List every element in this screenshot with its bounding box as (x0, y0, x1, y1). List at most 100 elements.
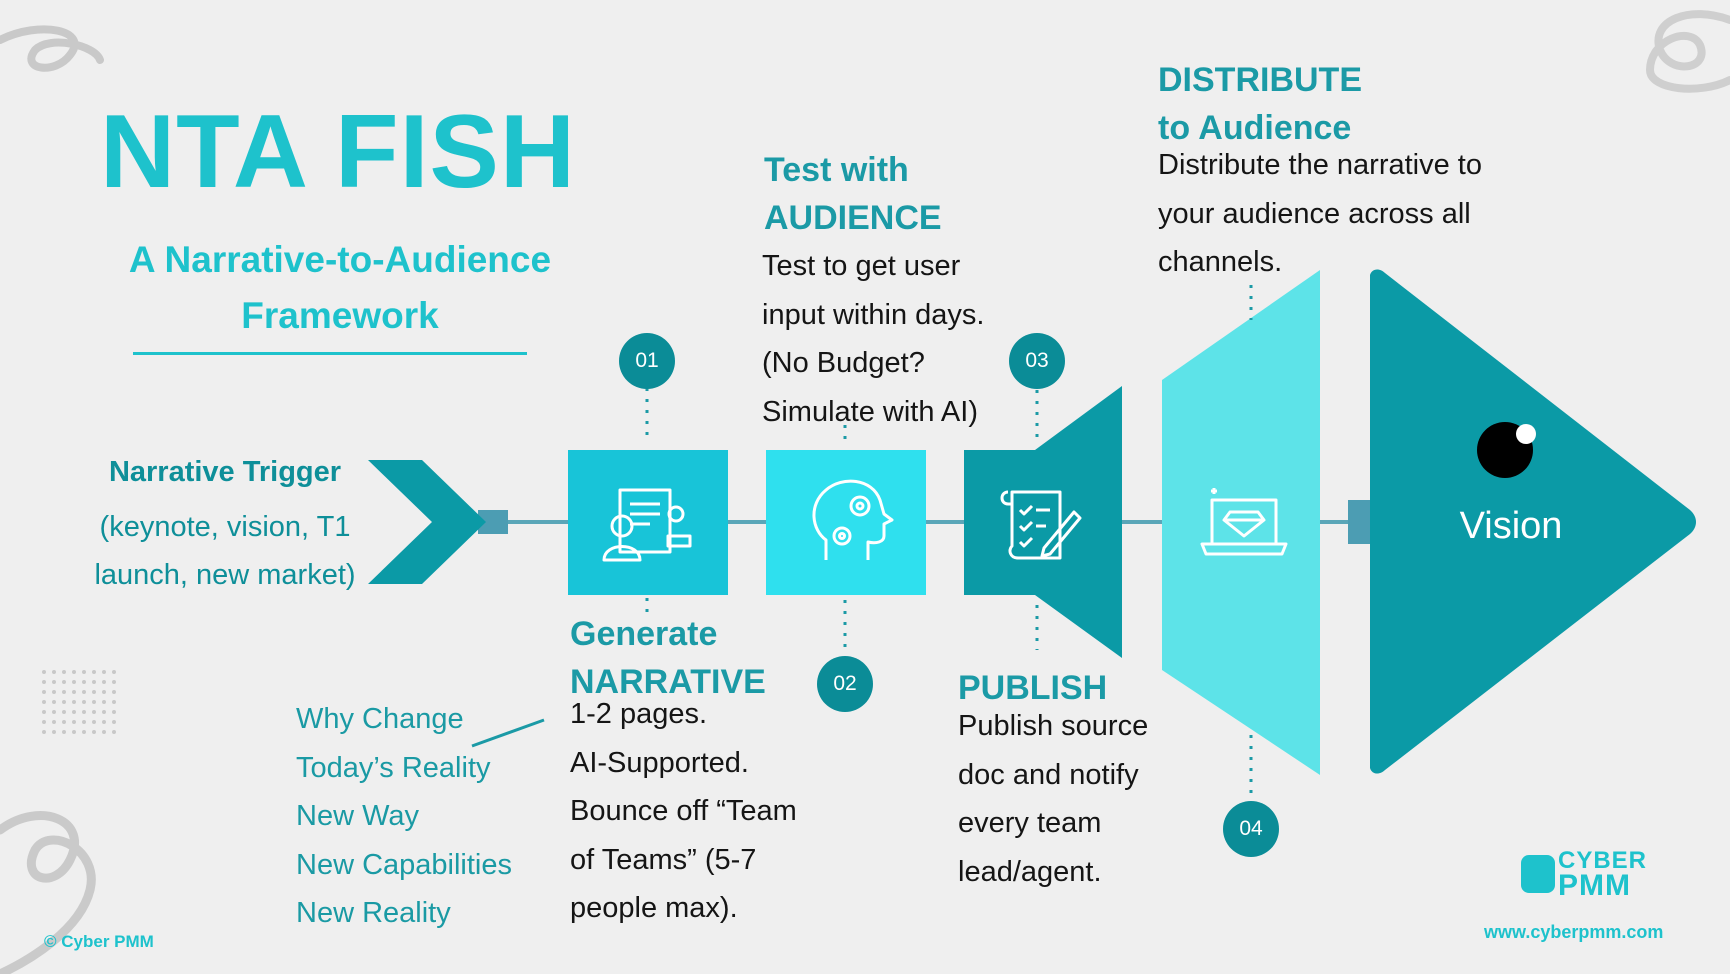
list-pointer-line (471, 718, 545, 748)
decorative-dot (52, 720, 56, 724)
decorative-scribble-top-left (0, 25, 104, 72)
decorative-scribble-top-right (1645, 10, 1730, 93)
decorative-dot (92, 710, 96, 714)
step-03-shape (964, 386, 1122, 658)
narrative-list-item: New Way (296, 800, 419, 832)
decorative-dot (52, 700, 56, 704)
decorative-dot (52, 670, 56, 674)
decorative-dot (62, 720, 66, 724)
trigger-title: Narrative Trigger (108, 456, 342, 488)
step-02-body-line: Simulate with AI) (762, 395, 978, 428)
decorative-dot (72, 730, 76, 734)
decorative-dot (82, 710, 86, 714)
step-04-body-line: channels. (1158, 246, 1283, 278)
step-04-body-line: Distribute the narrative to (1158, 149, 1482, 181)
step-01-heading: Generate NARRATIVE (570, 610, 766, 706)
step-01-number: 01 (619, 333, 675, 389)
step-01-body-line: of Teams” (5-7 (570, 843, 757, 876)
logo: CYBER PMM (1558, 849, 1647, 901)
decorative-dot (72, 720, 76, 724)
decorative-dot (52, 680, 56, 684)
narrative-list-item: New Capabilities (296, 848, 512, 881)
decorative-dot (102, 720, 106, 724)
decorative-dot (102, 690, 106, 694)
decorative-dot (62, 710, 66, 714)
decorative-dot (92, 700, 96, 704)
decorative-dot (72, 670, 76, 674)
decorative-dot (42, 700, 46, 704)
step-02-heading-line1: Test with (764, 151, 909, 189)
step-02-body-line: Test to get user (762, 250, 961, 282)
decorative-dot (82, 730, 86, 734)
fish-eye-highlight (1516, 424, 1536, 444)
step-04-heading-line2: to Audience (1158, 109, 1352, 147)
step-03-number: 03 (1009, 333, 1065, 389)
decorative-dot (42, 710, 46, 714)
decorative-dot (112, 730, 116, 734)
decorative-dot (92, 730, 96, 734)
step-01-heading-line2: NARRATIVE (570, 663, 766, 701)
step-04-number: 04 (1223, 801, 1279, 857)
step-02-body-line: (No Budget? (762, 347, 925, 379)
step-04-shape (1162, 270, 1320, 775)
step-01-body: 1-2 pages. AI-Supported. Bounce off “Tea… (570, 690, 797, 933)
decorative-dot (112, 710, 116, 714)
step-03-body: Publish source doc and notify every team… (958, 702, 1148, 896)
decorative-dot (92, 680, 96, 684)
decorative-dot (112, 670, 116, 674)
decorative-dot (112, 680, 116, 684)
step-03-body-line: doc and notify (958, 758, 1139, 791)
decorative-dot (82, 720, 86, 724)
website-link[interactable]: www.cyberpmm.com (1484, 922, 1664, 942)
decorative-dot (62, 670, 66, 674)
step-02-body-line: input within days. (762, 298, 985, 331)
decorative-dot (52, 730, 56, 734)
step-01-body-line: 1-2 pages. (570, 698, 708, 730)
decorative-dot (102, 730, 106, 734)
decorative-dot (82, 670, 86, 674)
step-02-heading-line2: AUDIENCE (764, 199, 942, 237)
step-02-body: Test to get user input within days. (No … (762, 242, 984, 436)
decorative-dot (42, 730, 46, 734)
decorative-dot (102, 680, 106, 684)
step-04-heading: DISTRIBUTE to Audience (1158, 56, 1362, 152)
decorative-dot (62, 690, 66, 694)
decorative-dot (102, 710, 106, 714)
decorative-dot (112, 720, 116, 724)
subtitle-underline (133, 352, 527, 355)
step-03-body-line: Publish source (958, 710, 1149, 742)
decorative-dot (72, 680, 76, 684)
step-02-box (766, 450, 926, 595)
decorative-dot (112, 690, 116, 694)
decorative-dot (102, 700, 106, 704)
fish-head (1370, 269, 1696, 774)
decorative-dot (42, 670, 46, 674)
chevron-tail (368, 460, 486, 584)
decorative-dot (52, 710, 56, 714)
decorative-dot (112, 700, 116, 704)
narrative-list-item: New Reality (296, 897, 451, 929)
step-03-body-line: lead/agent. (958, 855, 1102, 888)
narrative-list-item: Why Change (296, 703, 464, 735)
laptop-diamond-icon (1200, 488, 1288, 556)
step-02-number: 02 (817, 656, 873, 712)
decorative-dot (62, 680, 66, 684)
step-01-heading-line1: Generate (570, 615, 718, 653)
trigger-description: (keynote, vision, T1 launch, new market) (94, 511, 356, 591)
decorative-dot (42, 720, 46, 724)
decorative-dot (92, 670, 96, 674)
decorative-dot (82, 690, 86, 694)
copyright: © Cyber PMM (44, 932, 154, 951)
decorative-dot (42, 690, 46, 694)
spine-connector (1348, 500, 1372, 544)
decorative-dot (82, 700, 86, 704)
page-subtitle: A Narrative-to-Audience Framework (128, 239, 552, 336)
decorative-scribble-bottom-left (0, 811, 96, 974)
user-document-icon (602, 488, 692, 562)
vision-label: Vision (1459, 505, 1563, 547)
decorative-dot (72, 710, 76, 714)
decorative-dot (52, 690, 56, 694)
decorative-dot (92, 690, 96, 694)
checklist-pen-icon (1000, 490, 1082, 560)
